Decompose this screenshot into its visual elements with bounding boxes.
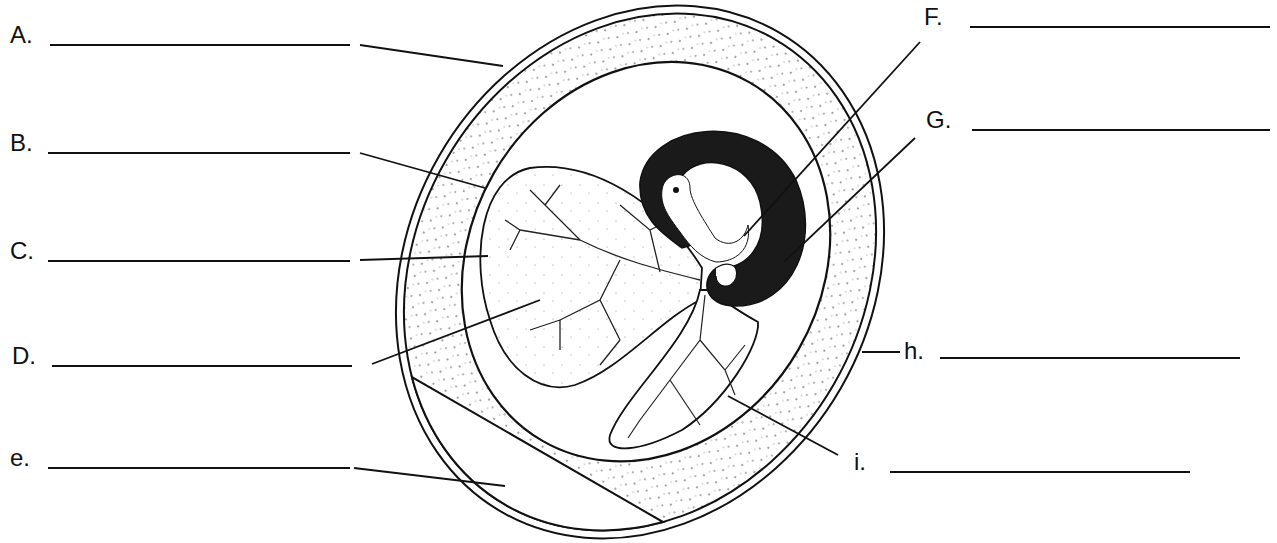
leader-lines [354,42,920,486]
egg-shell [301,0,980,543]
part-letter: A. [10,22,33,48]
allantois [609,290,758,448]
embryo [640,131,806,306]
part-letter: e. [10,445,30,471]
part-letter: G. [926,107,951,133]
allantois-vessels [628,295,745,438]
part-letter: B. [10,130,33,156]
embryo-tail [716,264,737,286]
part-letter: i. [854,449,866,475]
part-letter: h. [904,338,924,364]
embryo-body [662,175,749,262]
part-letter: D. [12,343,36,369]
part-letter: C. [10,238,34,264]
embryo-eye [673,187,679,193]
part-letter: F. [924,4,943,30]
